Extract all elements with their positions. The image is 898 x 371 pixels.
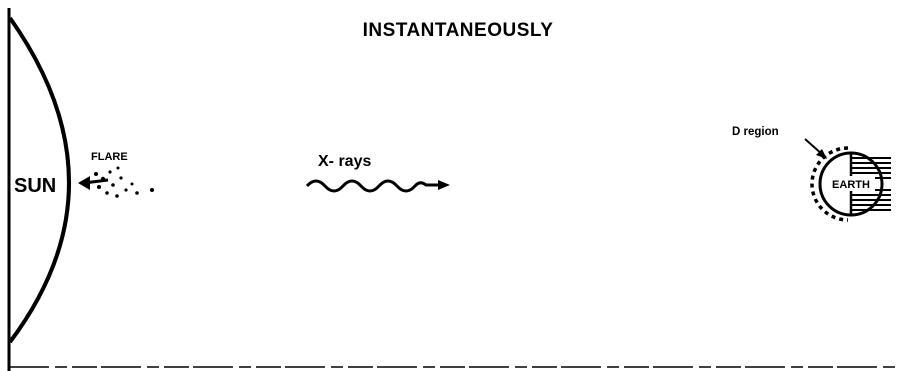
d-region-arc: [810, 146, 849, 222]
xrays-arrowhead: [438, 180, 450, 190]
sun-label: SUN: [14, 175, 56, 197]
d-region-label: D region: [732, 126, 779, 138]
diagram-title: INSTANTANEOUSLY: [363, 20, 554, 41]
earth: EARTH: [818, 151, 891, 217]
earth-label: EARTH: [832, 179, 870, 191]
xrays-wave: [305, 179, 440, 193]
xrays-label: X- rays: [318, 153, 371, 170]
flare-label: FLARE: [91, 151, 128, 163]
sun-limb: [8, 16, 71, 344]
flare-particles: [94, 166, 154, 198]
